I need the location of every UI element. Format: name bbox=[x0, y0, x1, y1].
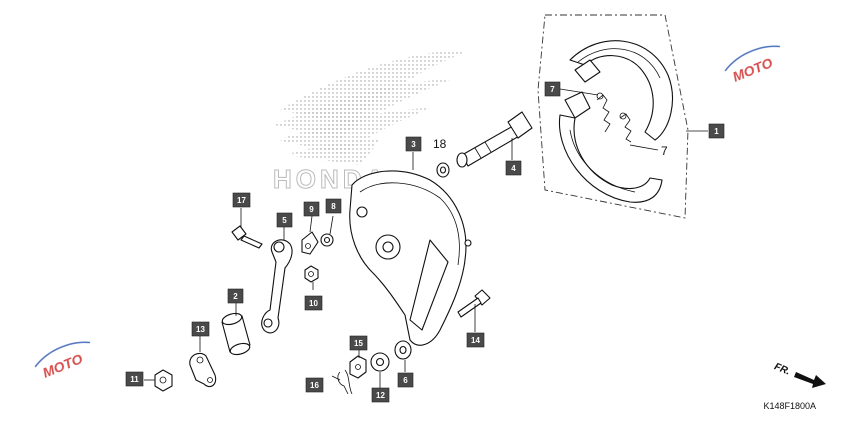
svg-text:11: 11 bbox=[130, 375, 139, 384]
callout-11: 11 bbox=[125, 371, 144, 387]
washer-8 bbox=[320, 233, 334, 247]
callout-8: 8 bbox=[325, 198, 342, 214]
callout-17: 17 bbox=[232, 192, 251, 208]
callout-15: 15 bbox=[349, 335, 368, 351]
callout-9: 9 bbox=[303, 201, 320, 217]
nut-15 bbox=[349, 355, 367, 379]
svg-text:16: 16 bbox=[310, 381, 319, 390]
callout-6: 6 bbox=[397, 372, 414, 388]
callout-4: 4 bbox=[505, 160, 522, 176]
diagram-code: K148F1800A bbox=[763, 401, 816, 411]
brand-logo: HONDA bbox=[273, 50, 470, 195]
callout-12: 12 bbox=[371, 387, 390, 403]
svg-text:6: 6 bbox=[403, 376, 408, 385]
callout-7-lower: 7 bbox=[661, 144, 668, 158]
callout-10: 10 bbox=[304, 295, 323, 311]
callout-3: 3 bbox=[405, 136, 422, 152]
shoe-spring-lower bbox=[619, 112, 632, 143]
washer-6 bbox=[394, 340, 412, 360]
bolt-14 bbox=[457, 289, 491, 318]
callout-5: 5 bbox=[276, 212, 293, 228]
brake-cam-shaft bbox=[456, 111, 533, 168]
svg-text:8: 8 bbox=[331, 202, 336, 211]
brake-arm bbox=[261, 239, 293, 334]
washer-12 bbox=[370, 352, 390, 372]
bolt-17 bbox=[231, 225, 263, 249]
svg-text:9: 9 bbox=[309, 205, 314, 214]
svg-text:5: 5 bbox=[282, 216, 287, 225]
svg-text:2: 2 bbox=[233, 292, 238, 301]
collar-2 bbox=[221, 312, 251, 356]
callout-1: 1 bbox=[708, 123, 725, 139]
callout-14: 14 bbox=[466, 332, 485, 348]
nut-11 bbox=[154, 369, 173, 392]
stopper-plate-13 bbox=[189, 352, 217, 388]
brake-shoe-lower bbox=[558, 91, 663, 203]
svg-text:1: 1 bbox=[714, 127, 719, 136]
shoe-spring-upper bbox=[596, 92, 611, 133]
callout-7-upper: 7 bbox=[544, 81, 561, 97]
svg-text:14: 14 bbox=[471, 336, 480, 345]
svg-text:17: 17 bbox=[237, 196, 246, 205]
washer-18 bbox=[436, 162, 450, 178]
brake-shoe-group-outline bbox=[537, 14, 689, 219]
svg-text:3: 3 bbox=[411, 140, 416, 149]
svg-text:7: 7 bbox=[550, 85, 555, 94]
callout-16: 16 bbox=[305, 377, 324, 393]
svg-text:12: 12 bbox=[376, 391, 385, 400]
svg-text:10: 10 bbox=[309, 299, 318, 308]
callout-2: 2 bbox=[227, 288, 244, 304]
callout-13: 13 bbox=[191, 321, 210, 337]
svg-text:4: 4 bbox=[511, 164, 516, 173]
front-direction-arrow-icon bbox=[794, 372, 826, 388]
brake-panel bbox=[349, 170, 472, 346]
callout-18: 18 bbox=[433, 137, 447, 151]
svg-text:15: 15 bbox=[354, 339, 363, 348]
svg-text:13: 13 bbox=[196, 325, 205, 334]
cotter-pin-16 bbox=[337, 369, 353, 395]
brake-shoe-upper bbox=[569, 40, 673, 141]
wear-indicator-9 bbox=[301, 231, 319, 255]
nut-10 bbox=[304, 265, 319, 283]
